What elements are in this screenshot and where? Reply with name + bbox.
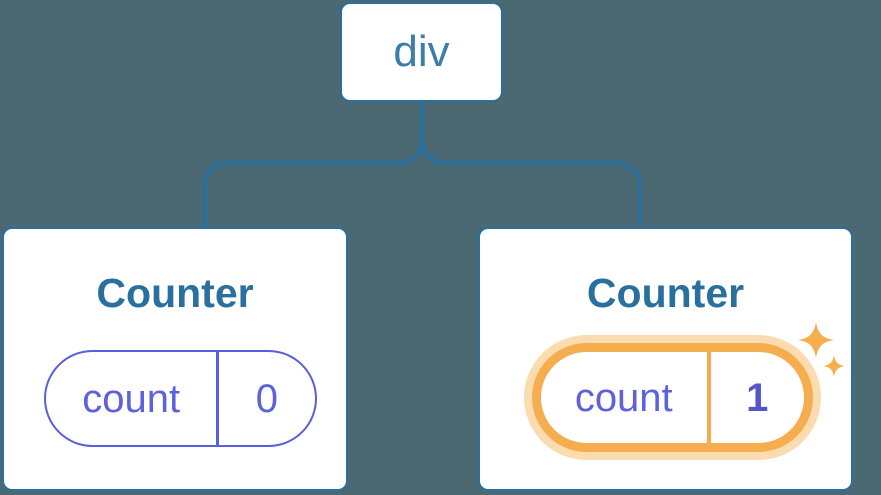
- connector-right-branch: [420, 102, 642, 227]
- counter-card-left: Counter count 0: [2, 227, 348, 491]
- sparkle-large: [798, 322, 834, 358]
- pill-divider: [216, 352, 219, 445]
- state-pill: count 0: [44, 350, 317, 447]
- component-title: Counter: [96, 270, 254, 316]
- state-name-label: count: [574, 375, 673, 420]
- state-value: 1: [746, 375, 769, 420]
- connector-left-branch: [203, 102, 424, 227]
- sparkles-icon: [798, 322, 845, 377]
- counter-card-right: Counter count 1: [478, 227, 853, 491]
- root-node-label: div: [393, 27, 450, 76]
- component-title: Counter: [586, 270, 745, 316]
- state-name-label: count: [82, 376, 181, 421]
- state-value: 0: [255, 376, 279, 421]
- pill-divider: [706, 352, 711, 443]
- root-node: div: [340, 2, 503, 102]
- sparkle-small: [823, 355, 845, 377]
- state-pill-highlighted: count 1: [532, 343, 813, 452]
